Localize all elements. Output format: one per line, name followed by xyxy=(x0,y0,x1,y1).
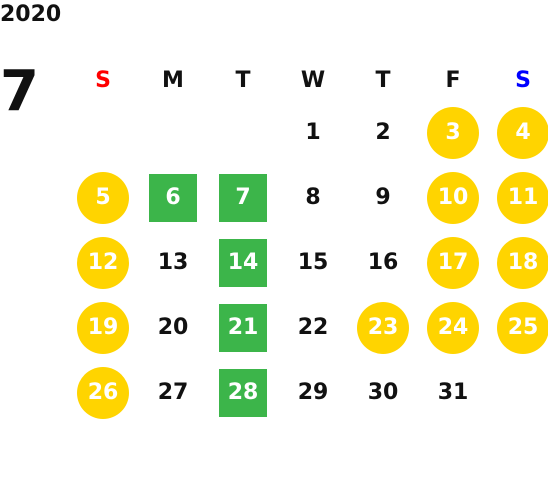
day-27[interactable]: 27 xyxy=(157,380,189,405)
day-18[interactable]: 18 xyxy=(497,236,548,289)
day-12[interactable]: 12 xyxy=(77,236,129,289)
day-20[interactable]: 20 xyxy=(157,315,189,340)
day-cell: 17 xyxy=(418,230,488,295)
day-cell: 5 xyxy=(68,165,138,230)
day-cell: 15 xyxy=(278,230,348,295)
day-8[interactable]: 8 xyxy=(305,185,321,210)
day-11[interactable]: 11 xyxy=(497,171,548,224)
day-17[interactable]: 17 xyxy=(427,236,479,289)
day-cell: 25 xyxy=(488,295,548,360)
day-cell xyxy=(68,100,138,165)
day-cell: 4 xyxy=(488,100,548,165)
day-cell: 22 xyxy=(278,295,348,360)
day-cell: 3 xyxy=(418,100,488,165)
day-31[interactable]: 31 xyxy=(437,380,469,405)
day-cell: 9 xyxy=(348,165,418,230)
day-14[interactable]: 14 xyxy=(219,238,267,287)
week-row: 26 27 28 29 30 31 xyxy=(68,360,548,425)
day-cell: 31 xyxy=(418,360,488,425)
day-1[interactable]: 1 xyxy=(305,120,321,145)
day-cell xyxy=(208,100,278,165)
day-cell xyxy=(488,360,548,425)
day-2[interactable]: 2 xyxy=(375,120,391,145)
day-cell: 14 xyxy=(208,230,278,295)
day-cell xyxy=(138,100,208,165)
day-15[interactable]: 15 xyxy=(297,250,329,275)
day-cell: 21 xyxy=(208,295,278,360)
day-21[interactable]: 21 xyxy=(219,303,267,352)
day-5[interactable]: 5 xyxy=(77,171,129,224)
week-row: 12 13 14 15 16 17 18 xyxy=(68,230,548,295)
day-cell: 10 xyxy=(418,165,488,230)
day-4[interactable]: 4 xyxy=(497,106,548,159)
weekday-header-saturday: S xyxy=(515,67,531,93)
day-cell: 29 xyxy=(278,360,348,425)
day-24[interactable]: 24 xyxy=(427,301,479,354)
weekday-header-row: S M T W T F S xyxy=(68,60,548,100)
day-16[interactable]: 16 xyxy=(367,250,399,275)
month-number: 7 xyxy=(0,59,39,124)
day-13[interactable]: 13 xyxy=(157,250,189,275)
day-6[interactable]: 6 xyxy=(149,173,197,222)
day-30[interactable]: 30 xyxy=(367,380,399,405)
day-cell: 19 xyxy=(68,295,138,360)
day-28[interactable]: 28 xyxy=(219,368,267,417)
day-9[interactable]: 9 xyxy=(375,185,391,210)
day-26[interactable]: 26 xyxy=(77,366,129,419)
weekday-header-sunday: S xyxy=(95,67,111,93)
day-cell: 16 xyxy=(348,230,418,295)
year-label: 2020 xyxy=(0,2,62,27)
day-cell: 7 xyxy=(208,165,278,230)
day-10[interactable]: 10 xyxy=(427,171,479,224)
day-cell: 24 xyxy=(418,295,488,360)
day-7[interactable]: 7 xyxy=(219,173,267,222)
week-row: 19 20 21 22 23 24 25 xyxy=(68,295,548,360)
weekday-header-thursday: T xyxy=(375,67,391,93)
day-cell: 12 xyxy=(68,230,138,295)
day-cell: 1 xyxy=(278,100,348,165)
day-cell: 30 xyxy=(348,360,418,425)
day-cell: 20 xyxy=(138,295,208,360)
day-cell: 8 xyxy=(278,165,348,230)
weekday-header-friday: F xyxy=(445,67,461,93)
day-22[interactable]: 22 xyxy=(297,315,329,340)
day-23[interactable]: 23 xyxy=(357,301,409,354)
weekday-header-monday: M xyxy=(162,67,184,93)
day-3[interactable]: 3 xyxy=(427,106,479,159)
day-cell: 23 xyxy=(348,295,418,360)
day-19[interactable]: 19 xyxy=(77,301,129,354)
day-cell: 28 xyxy=(208,360,278,425)
weekday-header-tuesday: T xyxy=(235,67,251,93)
day-cell: 2 xyxy=(348,100,418,165)
day-cell: 27 xyxy=(138,360,208,425)
weekday-header-wednesday: W xyxy=(300,67,326,93)
day-29[interactable]: 29 xyxy=(297,380,329,405)
day-cell: 6 xyxy=(138,165,208,230)
day-cell: 11 xyxy=(488,165,548,230)
day-cell: 18 xyxy=(488,230,548,295)
day-cell: 26 xyxy=(68,360,138,425)
day-cell: 13 xyxy=(138,230,208,295)
day-25[interactable]: 25 xyxy=(497,301,548,354)
